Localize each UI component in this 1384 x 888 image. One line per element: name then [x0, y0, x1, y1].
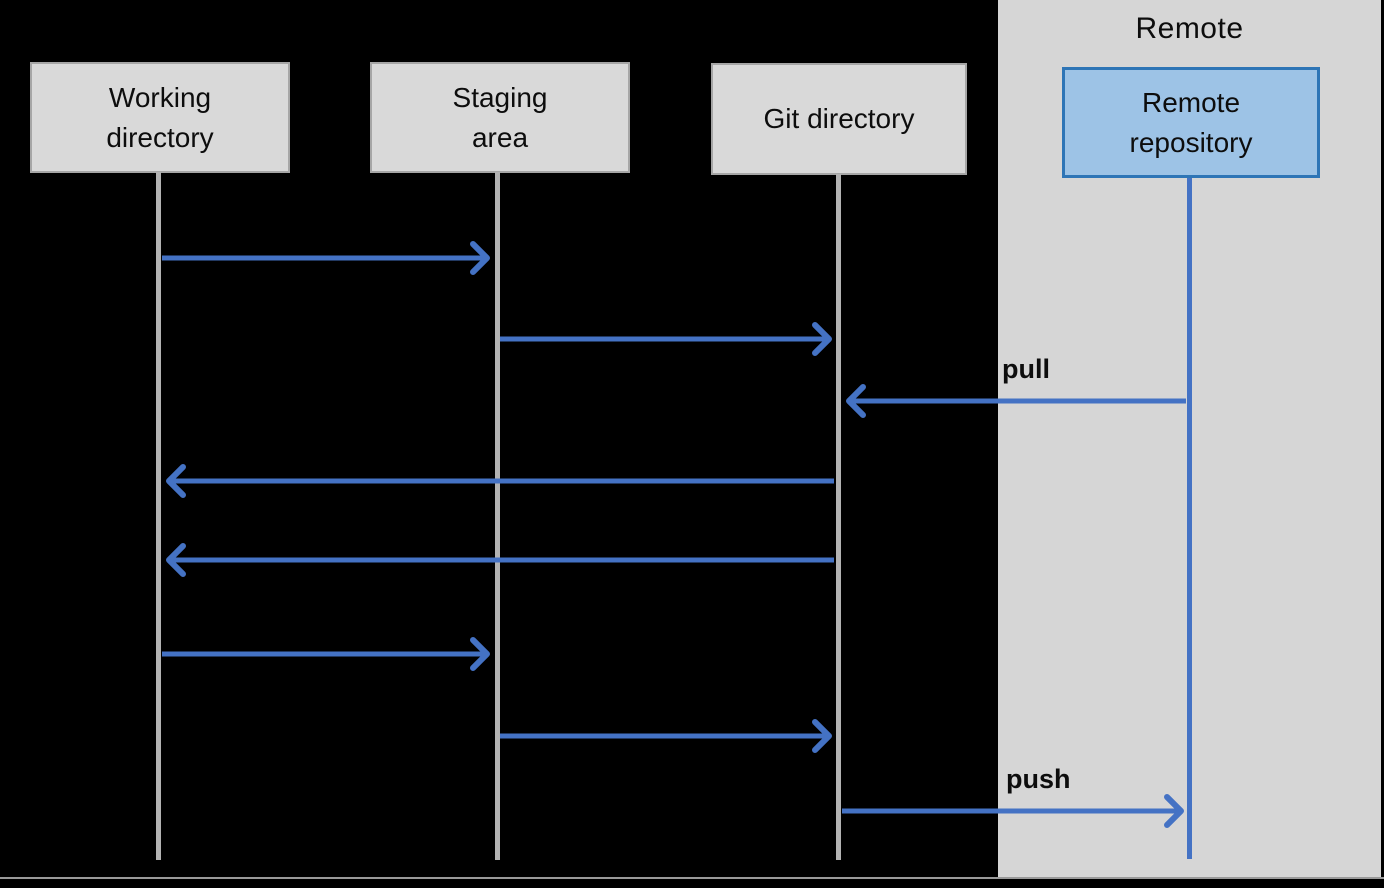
staging-area-lifeline [495, 172, 500, 860]
arrow-remote-to-git-pull-label: pull [1002, 354, 1050, 384]
working-directory-label-line: Working [108, 81, 212, 113]
working-directory-box: Working directory [30, 62, 290, 173]
git-directory-label-line: Git directory [763, 103, 915, 135]
remote-repository-label-line: repository [1129, 126, 1253, 158]
remote-repository-box: Remote repository [1062, 67, 1320, 178]
staging-area-box: Staging area [370, 62, 630, 173]
remote-repository-lifeline [1187, 178, 1192, 859]
staging-area-label-line: area [471, 121, 529, 153]
working-directory-label-line: directory [106, 121, 214, 153]
git-directory-box: Git directory [711, 63, 967, 175]
git-directory-lifeline [836, 174, 841, 860]
bottom-divider-line [0, 877, 1384, 879]
remote-panel-title: Remote [1135, 12, 1244, 45]
arrow-git-to-remote-push-label: push [1006, 764, 1071, 794]
staging-area-label-line: Staging [452, 81, 548, 113]
working-directory-lifeline [156, 172, 161, 860]
remote-repository-label-line: Remote [1141, 86, 1241, 118]
